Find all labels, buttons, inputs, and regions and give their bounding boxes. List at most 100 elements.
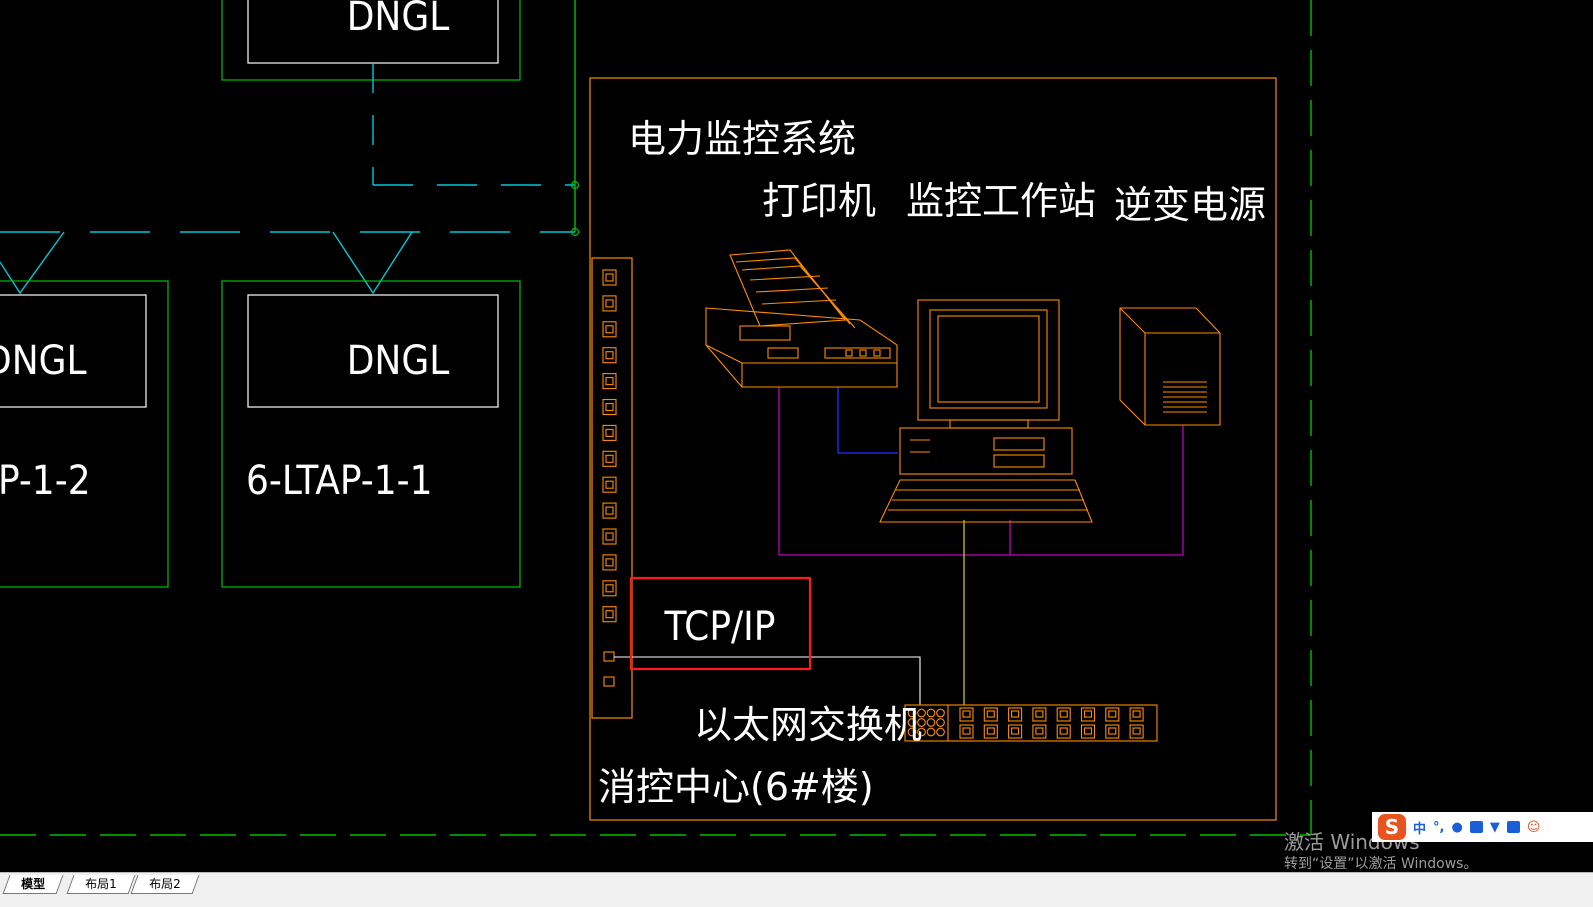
switch-port-jack: [1083, 727, 1093, 735]
rack-port-jack: [605, 480, 614, 489]
switch-port-jack: [1108, 710, 1117, 718]
rack-port: [602, 554, 617, 571]
tab-model[interactable]: 模型: [2, 875, 64, 894]
tab-layout1[interactable]: 布局1: [66, 875, 136, 894]
rack-port-jack: [605, 610, 614, 619]
power-monitoring-title: 电力监控系统: [628, 117, 856, 161]
switch-port-jack: [1083, 710, 1093, 718]
rack-port: [602, 321, 617, 338]
switch-led: [936, 708, 945, 718]
switch-port: [1008, 724, 1023, 739]
ltap-left-label: P-1-2: [0, 458, 91, 504]
switch-led: [926, 727, 936, 737]
rack-port: [602, 476, 617, 493]
switch-led: [926, 708, 936, 718]
rack-port-jack: [605, 325, 614, 334]
switch-port-jack: [1108, 727, 1117, 735]
dngl-left-label: DNGL: [0, 338, 87, 384]
switch-port-jack: [1132, 710, 1141, 718]
sogou-logo-icon[interactable]: S: [1378, 814, 1406, 840]
inverter-icon: [1119, 307, 1221, 426]
face-icon[interactable]: ☺: [1526, 819, 1541, 835]
power-wire: [778, 387, 1184, 556]
printer-icon: [705, 249, 898, 388]
panel-left-outer: [0, 280, 169, 588]
tab-layout2[interactable]: 布局2: [130, 875, 200, 894]
fire-control-center-label: 消控中心(6#楼): [598, 765, 874, 809]
shirt-icon[interactable]: ▼: [1489, 819, 1500, 835]
rack-port-jack: [605, 454, 614, 463]
switch-port: [983, 707, 998, 722]
rack-port: [602, 606, 617, 623]
rack-port-jack: [605, 532, 614, 541]
switch-port-jack: [962, 710, 971, 718]
ltap-mid-label: 6-LTAP-1-1: [246, 458, 432, 504]
keyboard-icon[interactable]: [1469, 821, 1483, 833]
grid-icon[interactable]: [1506, 821, 1520, 833]
switch-port: [1032, 724, 1047, 739]
inverter-label: 逆变电源: [1114, 183, 1266, 227]
rack-port-jack: [605, 584, 614, 593]
rack-port-jack: [605, 558, 614, 567]
rack-port: [602, 295, 617, 312]
rack-port: [602, 269, 617, 286]
workstation-label: 监控工作站: [906, 179, 1096, 223]
rack-port: [602, 528, 617, 545]
switch-port: [1105, 707, 1120, 722]
switch-port: [1129, 724, 1144, 739]
rack-port-jack: [605, 402, 614, 412]
switch-led: [936, 718, 945, 727]
switch-port-jack: [1011, 727, 1020, 735]
cad-drawing: DNGL DNGL P-1-2 DNGL 6-LTAP-1-1 电力监控系统 打…: [0, 0, 1312, 836]
panel-mid-outer: [221, 280, 521, 588]
switch-label: 以太网交换机: [694, 703, 922, 747]
panel-left-inner: [0, 294, 147, 408]
workstation-icon: [879, 299, 1093, 523]
panel-top-outer: [221, 0, 521, 81]
switch-port-jack: [1035, 710, 1044, 718]
tcpip-highlight-box: [629, 576, 812, 671]
switch-led: [917, 718, 926, 727]
rack-port-jack: [605, 428, 614, 437]
switch-port: [983, 724, 998, 739]
windows-activation-watermark: 激活 Windows 转到“设置”以激活 Windows。: [1284, 826, 1477, 873]
switch-port-jack: [962, 727, 971, 735]
switch-port: [1129, 707, 1144, 722]
printer-data-wire: [837, 387, 898, 454]
switch-port-jack: [1035, 727, 1044, 735]
rack-port: [602, 398, 617, 416]
layout-tab-bar: 模型 布局1 布局2: [0, 872, 1593, 907]
switch-port-jack: [986, 727, 995, 735]
ime-mode-button[interactable]: 中: [1413, 821, 1427, 837]
switch-port: [1080, 724, 1096, 739]
switch-port-jack: [986, 710, 995, 718]
cyan-bus-lines: [0, 63, 575, 295]
switch-port: [959, 707, 974, 722]
rack-port: [602, 450, 617, 467]
cad-drawing-canvas[interactable]: DNGL DNGL P-1-2 DNGL 6-LTAP-1-1 电力监控系统 打…: [0, 0, 1593, 872]
rack-ports: [602, 269, 617, 623]
switch-port-jack: [1011, 710, 1020, 718]
switch-led: [936, 727, 945, 737]
switch-led: [917, 727, 926, 737]
rack-port-jack: [605, 377, 614, 386]
rack-port-jack: [605, 351, 614, 360]
ime-toolbar[interactable]: S 中 °, ● ▼ ☺: [1372, 812, 1593, 842]
rack-port: [602, 580, 617, 597]
printer-label: 打印机: [762, 179, 876, 223]
rack-port: [603, 651, 615, 662]
rack-port: [602, 424, 617, 441]
microphone-icon[interactable]: ●: [1451, 819, 1463, 835]
rack-port: [602, 373, 617, 390]
dngl-mid-label: DNGL: [347, 338, 450, 384]
switch-port-jack: [1059, 727, 1068, 735]
rack-port-jack: [605, 506, 614, 515]
switch-led: [907, 708, 917, 718]
ime-punct-button[interactable]: °,: [1433, 819, 1445, 835]
switch-port-jack: [1132, 727, 1141, 735]
tcpip-label: TCP/IP: [664, 604, 776, 650]
junction-node: [570, 180, 580, 190]
switch-port: [1008, 707, 1023, 722]
switch-port: [1056, 707, 1071, 722]
junction-node: [570, 227, 580, 237]
